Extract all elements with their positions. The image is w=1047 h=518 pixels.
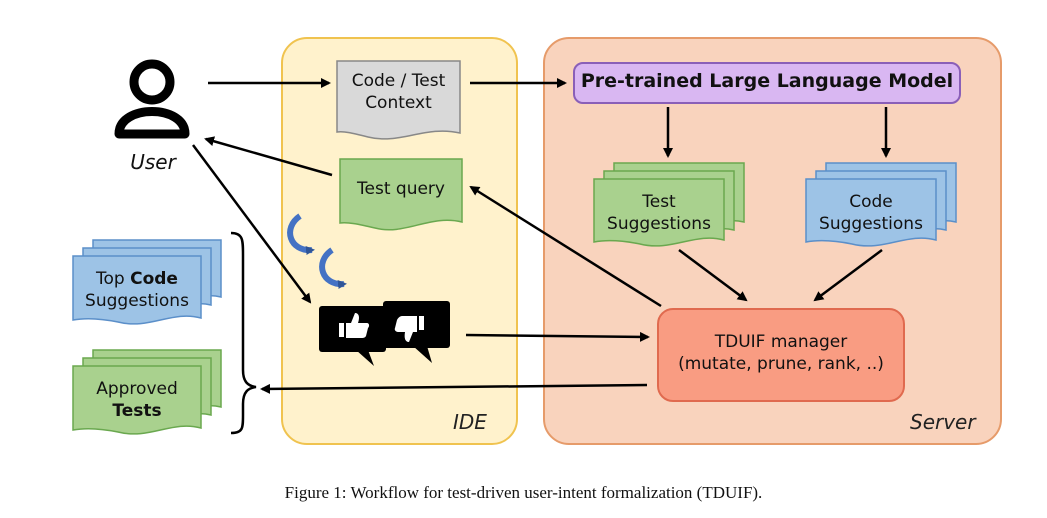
tduif-manager-label: TDUIF manager (mutate, prune, rank, ..)	[657, 331, 905, 375]
tduif-manager-line1: TDUIF manager	[714, 332, 848, 352]
top-code-prefix: Top	[96, 269, 131, 289]
test-suggestions-label: Test Suggestions	[594, 191, 724, 235]
code-suggestions-stack	[805, 162, 957, 247]
approved-tests-label: Approved Tests	[73, 378, 201, 422]
thumbs-down-icon	[383, 301, 450, 363]
curly-brace	[230, 231, 257, 435]
test-suggestions-stack	[593, 162, 745, 247]
thumbs-up-icon	[319, 306, 386, 366]
test-query-label: Test query	[357, 179, 445, 199]
approved-tests-line2: Tests	[112, 401, 162, 421]
test-suggestions-line1: Test	[642, 192, 676, 212]
top-code-line2: Suggestions	[85, 291, 189, 311]
ide-label: IDE	[453, 410, 487, 434]
figure-caption: Figure 1: Workflow for test-driven user-…	[284, 483, 763, 502]
llm-box	[573, 62, 961, 104]
top-code-suggestions-label: Top Code Suggestions	[73, 268, 201, 312]
user-label: User	[130, 150, 176, 174]
llm-label: Pre-trained Large Language Model	[580, 70, 954, 92]
curved-arrow-icon	[319, 247, 347, 290]
approved-tests-line1: Approved	[96, 379, 178, 399]
test-suggestions-line2: Suggestions	[607, 214, 711, 234]
code-suggestions-line1: Code	[849, 192, 893, 212]
context-document	[336, 60, 461, 140]
server-label: Server	[910, 410, 976, 434]
tduif-manager-line2: (mutate, prune, rank, ..)	[678, 354, 884, 374]
context-label-line1: Code / Test	[351, 71, 446, 91]
approved-tests-stack	[72, 349, 222, 435]
curved-arrow-icon	[287, 213, 315, 256]
user-icon	[114, 59, 190, 139]
test-query-document	[339, 158, 463, 231]
tduif-manager-box	[657, 308, 905, 402]
top-code-suggestions-stack	[72, 239, 222, 325]
context-label: Code / Test Context	[337, 70, 460, 114]
code-suggestions-line2: Suggestions	[819, 214, 923, 234]
context-label-line2: Context	[365, 93, 432, 113]
code-suggestions-label: Code Suggestions	[806, 191, 936, 235]
top-code-bold: Code	[130, 269, 178, 289]
